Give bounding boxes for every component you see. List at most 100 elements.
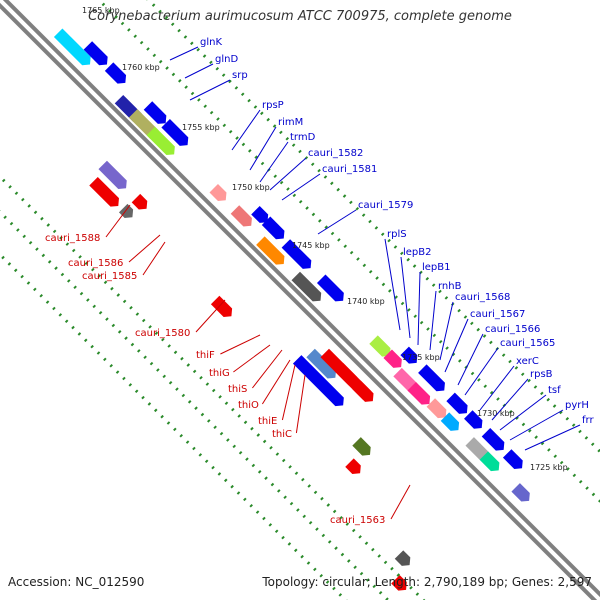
guide-dot: [127, 28, 131, 32]
guide-dot: [415, 592, 420, 596]
label-connector: [499, 394, 547, 431]
guide-dot: [306, 561, 311, 565]
guide-dot: [137, 349, 141, 353]
guide-dot: [167, 344, 171, 348]
guide-dot: [483, 384, 488, 389]
guide-dot: [203, 104, 208, 109]
guide-dot: [311, 212, 316, 217]
guide-dot: [444, 296, 449, 300]
label-connector: [189, 79, 231, 101]
gene-label-reverse: cauri_1563: [330, 515, 385, 526]
guide-dot: [305, 206, 309, 210]
gene-label-reverse: thiO: [238, 400, 259, 411]
guide-dot: [315, 527, 319, 531]
guide-dot: [84, 261, 89, 265]
gene-feature: [89, 176, 119, 207]
guide-dot: [330, 231, 335, 236]
guide-dot: [141, 395, 145, 400]
guide-dot: [578, 429, 582, 434]
label-connector: [281, 364, 296, 421]
guide-dot: [243, 497, 247, 502]
gene-label-reverse: thiC: [272, 429, 292, 440]
guide-dot: [553, 454, 558, 459]
guide-dot: [166, 421, 171, 425]
guide-dot: [39, 293, 43, 298]
guide-dot: [122, 299, 127, 304]
guide-dot: [298, 149, 302, 154]
gene-feature: [511, 483, 530, 502]
guide-dot: [90, 344, 94, 349]
guide-dot: [164, 16, 169, 20]
label-connector: [142, 241, 166, 276]
gene-label-forward: cauri_1565: [500, 338, 555, 349]
gene-label-forward: trmD: [290, 132, 316, 143]
label-connector: [269, 157, 307, 191]
guide-dot: [381, 282, 386, 287]
guide-dot: [349, 200, 353, 205]
guide-dot: [274, 529, 279, 533]
gene-feature: [418, 364, 445, 392]
guide-dot: [253, 105, 258, 109]
guide-dot: [366, 578, 370, 582]
guide-dot: [45, 300, 50, 304]
guide-dot: [264, 476, 268, 480]
guide-dot: [566, 467, 570, 471]
guide-dot: [135, 312, 140, 316]
guide-dot: [470, 371, 475, 376]
guide-dot: [129, 306, 133, 310]
guide-dot: [359, 571, 364, 576]
guide-dot: [374, 226, 379, 230]
guide-dot: [515, 416, 519, 420]
guide-dot: [336, 187, 340, 192]
guide-dot: [110, 286, 114, 291]
guide-dot: [288, 465, 292, 469]
guide-dot: [353, 565, 357, 570]
guide-dot: [571, 423, 576, 427]
gene-label-forward: rpsB: [530, 369, 553, 380]
guide-dot: [98, 310, 103, 315]
guide-dot: [268, 523, 273, 527]
guide-dot: [236, 491, 241, 495]
guide-dot: [33, 210, 38, 215]
guide-dot: [260, 161, 265, 166]
guide-dot: [231, 407, 235, 412]
guide-dot: [192, 369, 197, 374]
guide-dot: [337, 238, 341, 242]
gene-feature: [306, 348, 337, 379]
guide-dot: [338, 593, 343, 597]
gene-feature: [407, 382, 431, 405]
guide-dot: [272, 124, 277, 128]
label-connector: [220, 334, 261, 355]
gene-label-forward: glnD: [215, 54, 238, 65]
guide-dot: [412, 264, 417, 268]
guide-dot: [168, 380, 173, 385]
scale-tick-label: 1735 kbp: [402, 353, 440, 362]
guide-dot: [143, 355, 147, 360]
guide-dot: [552, 404, 557, 408]
guide-dot: [60, 272, 65, 277]
guide-dot: [347, 559, 351, 563]
guide-dot: [302, 514, 307, 519]
label-connector: [491, 378, 529, 421]
guide-dot: [65, 242, 70, 246]
guide-dot: [257, 470, 262, 474]
guide-dot: [245, 457, 249, 461]
gene-feature: [292, 355, 344, 407]
guide-dot: [457, 308, 461, 313]
guide-dot: [361, 213, 366, 217]
guide-dot: [540, 391, 544, 396]
gene-label-forward: rplS: [387, 229, 407, 240]
guide-dot: [14, 191, 19, 195]
guide-dot: [273, 174, 278, 179]
gene-feature: [281, 239, 312, 269]
guide-dot: [158, 9, 162, 14]
scale-tick-label: 1745 kbp: [292, 241, 330, 250]
guide-dot: [247, 98, 251, 103]
guide-dot: [116, 293, 121, 297]
guide-dot: [230, 484, 234, 489]
guide-dot: [241, 142, 246, 147]
guide-dot: [154, 331, 159, 336]
guide-dot: [109, 363, 113, 368]
